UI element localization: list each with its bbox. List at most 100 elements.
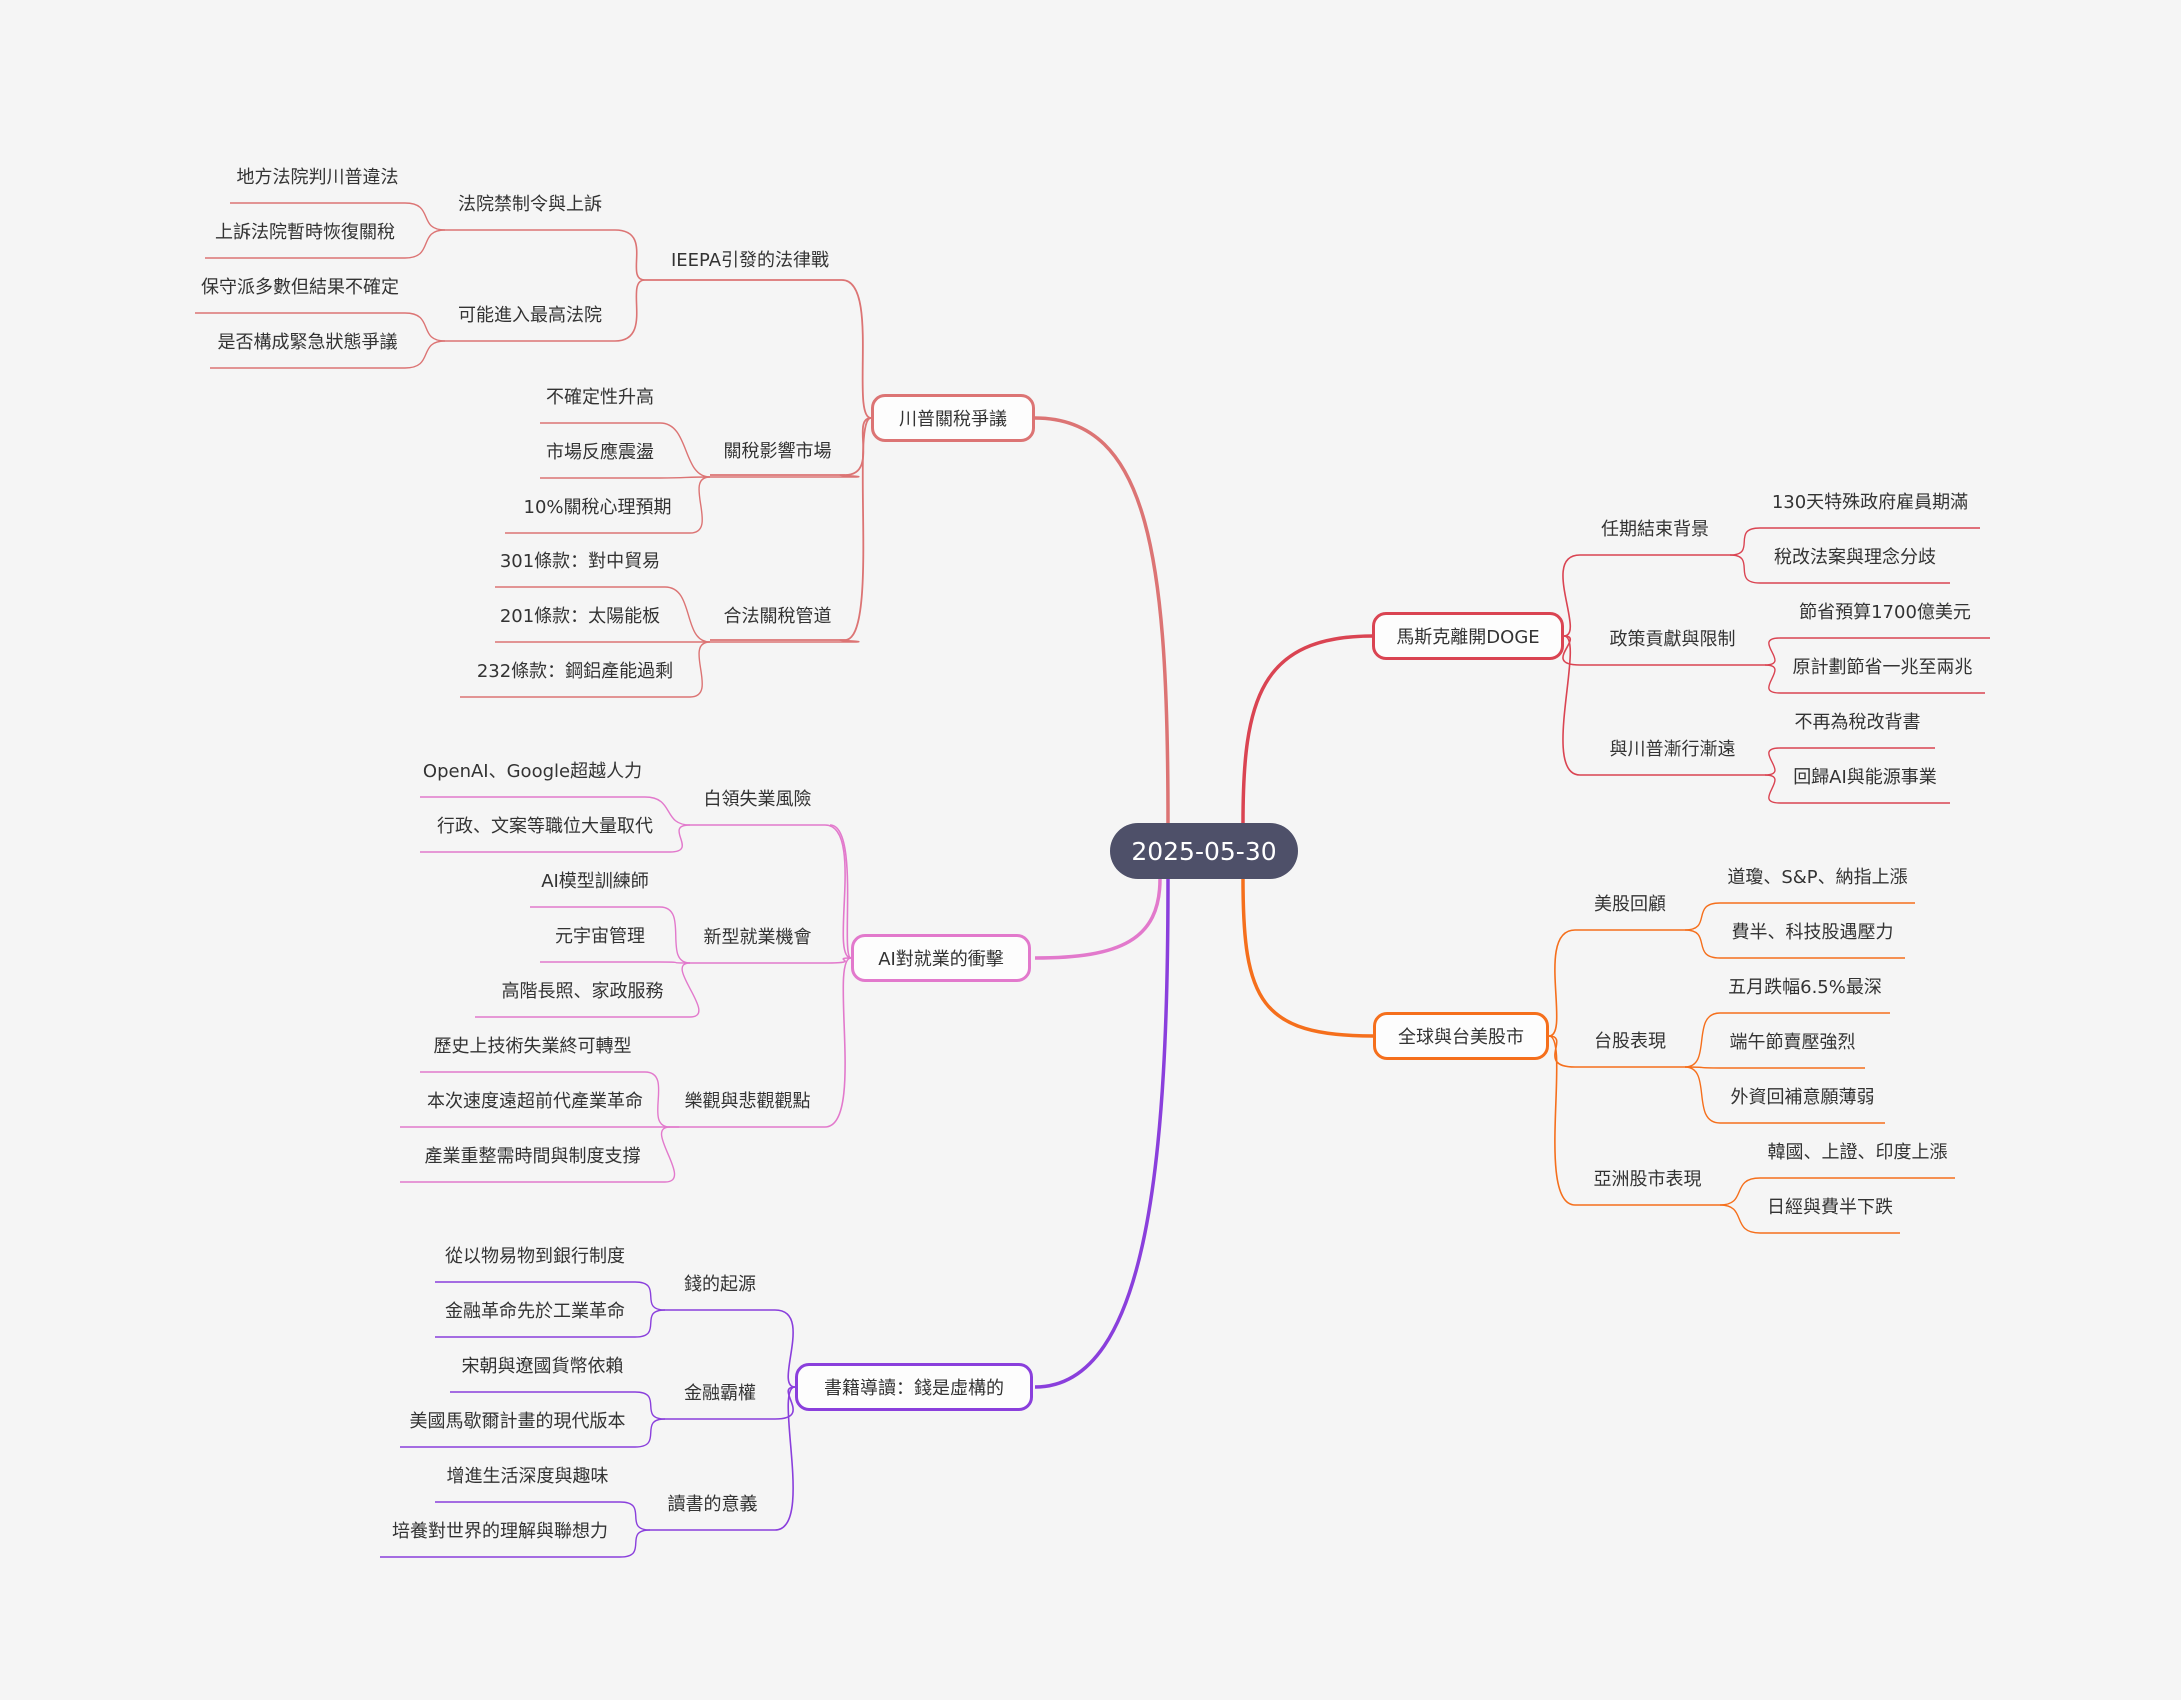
- origin-label[interactable]: 錢的起源: [684, 1274, 756, 1295]
- views-leaf-0[interactable]: 歷史上技術失業終可轉型: [433, 1036, 632, 1057]
- ieepa-label[interactable]: IEEPA引發的法律戰: [670, 250, 830, 271]
- trump-label[interactable]: 與川普漸行漸遠: [1609, 739, 1736, 760]
- term-leaf-1[interactable]: 稅改法案與理念分歧: [1774, 547, 1936, 568]
- court-leaf-0[interactable]: 地方法院判川普違法: [236, 167, 399, 188]
- risk-leaf-1[interactable]: 行政、文案等職位大量取代: [437, 816, 653, 837]
- tw-label[interactable]: 台股表現: [1594, 1031, 1666, 1052]
- impact-label[interactable]: 關稅影響市場: [723, 441, 832, 462]
- supreme-leaf-connector: [210, 340, 446, 369]
- meaning-leaf-1[interactable]: 培養對世界的理解與聯想力: [392, 1521, 608, 1542]
- us-leaf-1[interactable]: 費半、科技股遇壓力: [1731, 922, 1894, 943]
- supreme-label[interactable]: 可能進入最高法院: [458, 305, 602, 326]
- stock-main-connector: [1241, 878, 1374, 1038]
- hegemony-leaf-connector: [400, 1418, 666, 1448]
- legal-leaf-0[interactable]: 301條款：對中貿易: [499, 551, 661, 572]
- term-connector: [1562, 554, 1730, 637]
- risk-leaf-0[interactable]: OpenAI、Google超越人力: [422, 761, 643, 782]
- policy-leaf-connector: [1764, 637, 1990, 666]
- term-label[interactable]: 任期結束背景: [1601, 519, 1709, 540]
- stock-node[interactable]: 全球與台美股市: [1373, 1012, 1549, 1060]
- book-main-connector: [1034, 878, 1170, 1389]
- new_jobs-leaf-connector: [530, 906, 691, 964]
- tw-leaf-2[interactable]: 外資回補意願薄弱: [1730, 1087, 1875, 1108]
- origin-leaf-1[interactable]: 金融革命先於工業革命: [445, 1301, 625, 1322]
- legal-leaf-2[interactable]: 232條款：鋼鋁產能過剩: [476, 661, 674, 682]
- views-leaf-1[interactable]: 本次速度遠超前代產業革命: [427, 1091, 643, 1112]
- asia-leaf-0[interactable]: 韓國、上證、印度上漲: [1767, 1142, 1948, 1163]
- tariff-node[interactable]: 川普關稅爭議: [871, 394, 1035, 442]
- views-leaf-2[interactable]: 產業重整需時間與制度支撐: [424, 1146, 641, 1167]
- term-leaf-connector: [1729, 554, 1950, 584]
- us-label[interactable]: 美股回顧: [1594, 894, 1666, 915]
- views-label[interactable]: 樂觀與悲觀觀點: [684, 1091, 811, 1112]
- impact-leaf-0[interactable]: 不確定性升高: [546, 387, 654, 408]
- ieepa-connector: [645, 279, 872, 419]
- policy-label[interactable]: 政策貢獻與限制: [1609, 629, 1736, 650]
- asia-leaf-1[interactable]: 日經與費半下跌: [1767, 1197, 1893, 1218]
- origin-connector: [665, 1309, 796, 1388]
- legal-label[interactable]: 合法關稅管道: [723, 606, 832, 627]
- court-label[interactable]: 法院禁制令與上訴: [458, 194, 602, 215]
- impact-leaf-1[interactable]: 市場反應震盪: [546, 442, 654, 463]
- us-connector: [1548, 929, 1685, 1037]
- meaning-label[interactable]: 讀書的意義: [667, 1494, 758, 1515]
- legal-leaf-connector: [460, 641, 711, 698]
- trump-leaf-0[interactable]: 不再為稅改背書: [1794, 712, 1921, 733]
- new_jobs-label[interactable]: 新型就業機會: [703, 927, 812, 948]
- policy-leaf-0[interactable]: 節省預算1700億美元: [1799, 602, 1971, 623]
- tw-connector: [1548, 1035, 1685, 1068]
- supreme-leaf-0[interactable]: 保守派多數但結果不確定: [201, 277, 399, 298]
- policy-connector: [1562, 635, 1765, 666]
- court-connector: [445, 229, 646, 281]
- ai-node[interactable]: AI對就業的衝擊: [851, 934, 1031, 982]
- asia-label[interactable]: 亞洲股市表現: [1593, 1169, 1702, 1190]
- views-connector: [670, 957, 852, 1128]
- policy-leaf-connector: [1764, 664, 1985, 694]
- new_jobs-leaf-2[interactable]: 高階長照、家政服務: [501, 981, 664, 1002]
- us-leaf-0[interactable]: 道瓊、S&P、納指上漲: [1727, 867, 1908, 888]
- trump-leaf-1[interactable]: 回歸AI與能源事業: [1793, 767, 1937, 788]
- trump-connector: [1562, 635, 1765, 776]
- meaning-leaf-0[interactable]: 增進生活深度與趣味: [446, 1466, 609, 1487]
- tw-leaf-1[interactable]: 端午節賣壓強烈: [1729, 1032, 1856, 1053]
- impact-leaf-2[interactable]: 10%關稅心理預期: [523, 497, 672, 518]
- book-node[interactable]: 書籍導讀：錢是虛構的: [795, 1363, 1033, 1411]
- impact-leaf-connector: [540, 422, 711, 478]
- term-leaf-0[interactable]: 130天特殊政府雇員期滿: [1771, 492, 1969, 513]
- asia-leaf-connector: [1719, 1204, 1900, 1234]
- policy-leaf-1[interactable]: 原計劃節省一兆至兩兆: [1792, 657, 1973, 678]
- tariff-main-connector: [1034, 416, 1170, 824]
- musk-node[interactable]: 馬斯克離開DOGE: [1372, 612, 1564, 660]
- origin-leaf-connector: [435, 1281, 666, 1311]
- hegemony-leaf-connector: [450, 1391, 666, 1420]
- new_jobs-leaf-1[interactable]: 元宇宙管理: [555, 926, 645, 947]
- root-node[interactable]: 2025-05-30: [1110, 823, 1298, 879]
- risk-main-link: [829, 824, 852, 959]
- hegemony-leaf-0[interactable]: 宋朝與遼國貨幣依賴: [461, 1356, 624, 1377]
- risk-leaf-connector: [420, 824, 691, 853]
- tw-leaf-connector: [1684, 1066, 1885, 1124]
- hegemony-label[interactable]: 金融霸權: [684, 1383, 756, 1404]
- asia-leaf-connector: [1719, 1177, 1955, 1206]
- risk-leaf-connector: [420, 796, 691, 826]
- meaning-connector: [650, 1386, 796, 1531]
- legal-leaf-1[interactable]: 201條款：太陽能板: [499, 606, 661, 627]
- musk-main-connector: [1241, 634, 1374, 824]
- hegemony-leaf-1[interactable]: 美國馬歇爾計畫的現代版本: [409, 1411, 626, 1432]
- court-leaf-1[interactable]: 上訴法院暫時恢復關稅: [215, 222, 395, 243]
- us-leaf-connector: [1684, 929, 1905, 959]
- risk-label[interactable]: 白領失業風險: [703, 789, 812, 810]
- legal-leaf-connector: [495, 586, 711, 643]
- trump-leaf-connector: [1764, 774, 1950, 804]
- tw-leaf-connector: [1684, 1066, 1865, 1069]
- new_jobs-leaf-connector: [475, 962, 700, 1018]
- supreme-leaf-1[interactable]: 是否構成緊急狀態爭議: [217, 332, 398, 353]
- impact-connector: [710, 474, 860, 478]
- meaning-leaf-connector: [435, 1501, 651, 1531]
- origin-leaf-connector: [435, 1309, 666, 1338]
- new_jobs-leaf-0[interactable]: AI模型訓練師: [541, 871, 649, 892]
- origin-leaf-0[interactable]: 從以物易物到銀行制度: [445, 1246, 625, 1267]
- tw-leaf-0[interactable]: 五月跌幅6.5%最深: [1728, 977, 1882, 998]
- term-leaf-connector: [1729, 527, 1980, 556]
